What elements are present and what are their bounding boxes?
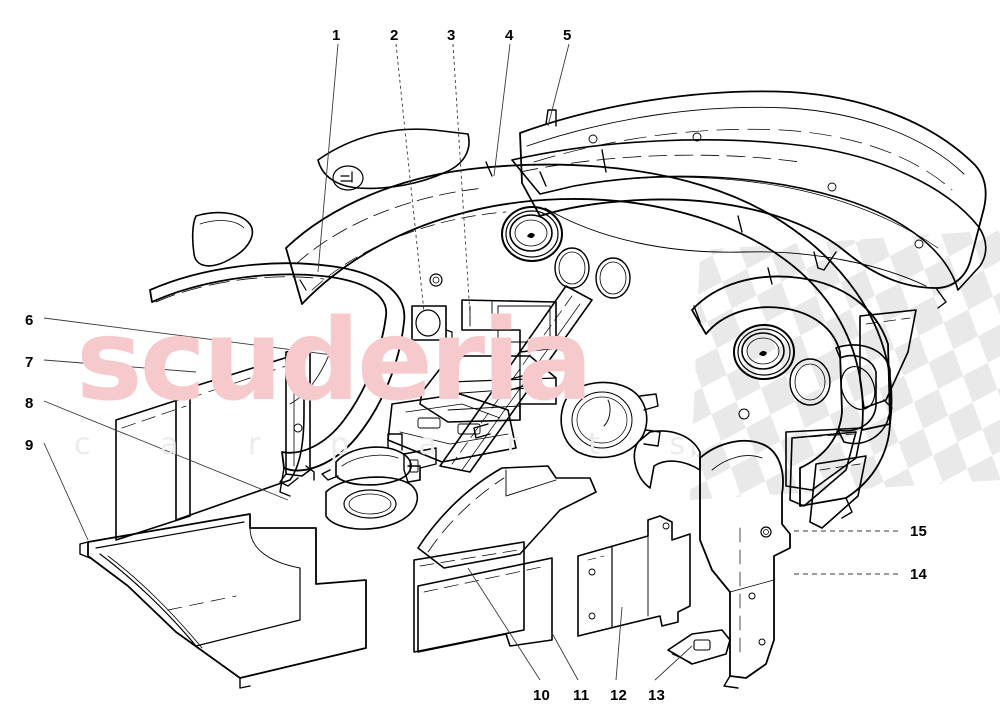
part-tunnel-rail [439, 285, 593, 473]
callout-9[interactable]: 9 [25, 437, 34, 454]
part-tunnel-flat-panel [413, 541, 525, 653]
callout-3[interactable]: 3 [447, 27, 456, 44]
callout-14[interactable]: 14 [910, 566, 928, 583]
part-left-wedge [191, 211, 254, 267]
part-console-floor-tray [387, 393, 517, 463]
callout-7[interactable]: 7 [25, 354, 34, 371]
part-right-bottom-wedge [809, 455, 867, 529]
callout-8[interactable]: 8 [25, 395, 34, 412]
callout-10[interactable]: 10 [533, 687, 551, 704]
part-tunnel-side-insulation [417, 465, 597, 569]
callout-12[interactable]: 12 [610, 687, 628, 704]
part-right-mid-panel [835, 344, 891, 445]
part-sound-insulation-disc [411, 305, 453, 341]
callout-15[interactable]: 15 [910, 523, 928, 540]
callout-11[interactable]: 11 [573, 687, 590, 704]
callout-5[interactable]: 5 [563, 27, 572, 44]
part-right-lower-diagonal [789, 431, 857, 507]
callout-13[interactable]: 13 [648, 687, 666, 704]
part-center-console-insulation [419, 299, 557, 423]
callout-6[interactable]: 6 [25, 312, 34, 329]
part-upper-cover-left [317, 128, 470, 191]
callout-2[interactable]: 2 [390, 27, 399, 44]
part-small-bracket [403, 447, 437, 483]
callout-4[interactable]: 4 [505, 27, 514, 44]
part-circular-cover [560, 381, 661, 459]
part-right-wheelarch-trim [691, 267, 891, 519]
part-right-kick-panel [699, 440, 791, 689]
part-dashboard-upper-pad [149, 262, 406, 497]
part-tunnel-lower-panel [417, 557, 553, 653]
part-dash-panel-insulation [285, 161, 893, 431]
part-curved-duct [633, 430, 701, 489]
part-left-footwell-carpet [79, 513, 367, 689]
leader-lines [43, 43, 898, 681]
checkered-flag-watermark [690, 230, 1000, 500]
part-left-lower-insulation [115, 395, 191, 541]
part-left-side-trim-panel [175, 351, 305, 521]
part-vertical-bracket-strip [279, 347, 315, 487]
part-windscreen-trim-lower [511, 139, 987, 291]
part-floor-insulation-pad [325, 476, 419, 530]
part-ecu-mounting-bracket [577, 515, 691, 637]
callout-1[interactable]: 1 [332, 27, 341, 44]
